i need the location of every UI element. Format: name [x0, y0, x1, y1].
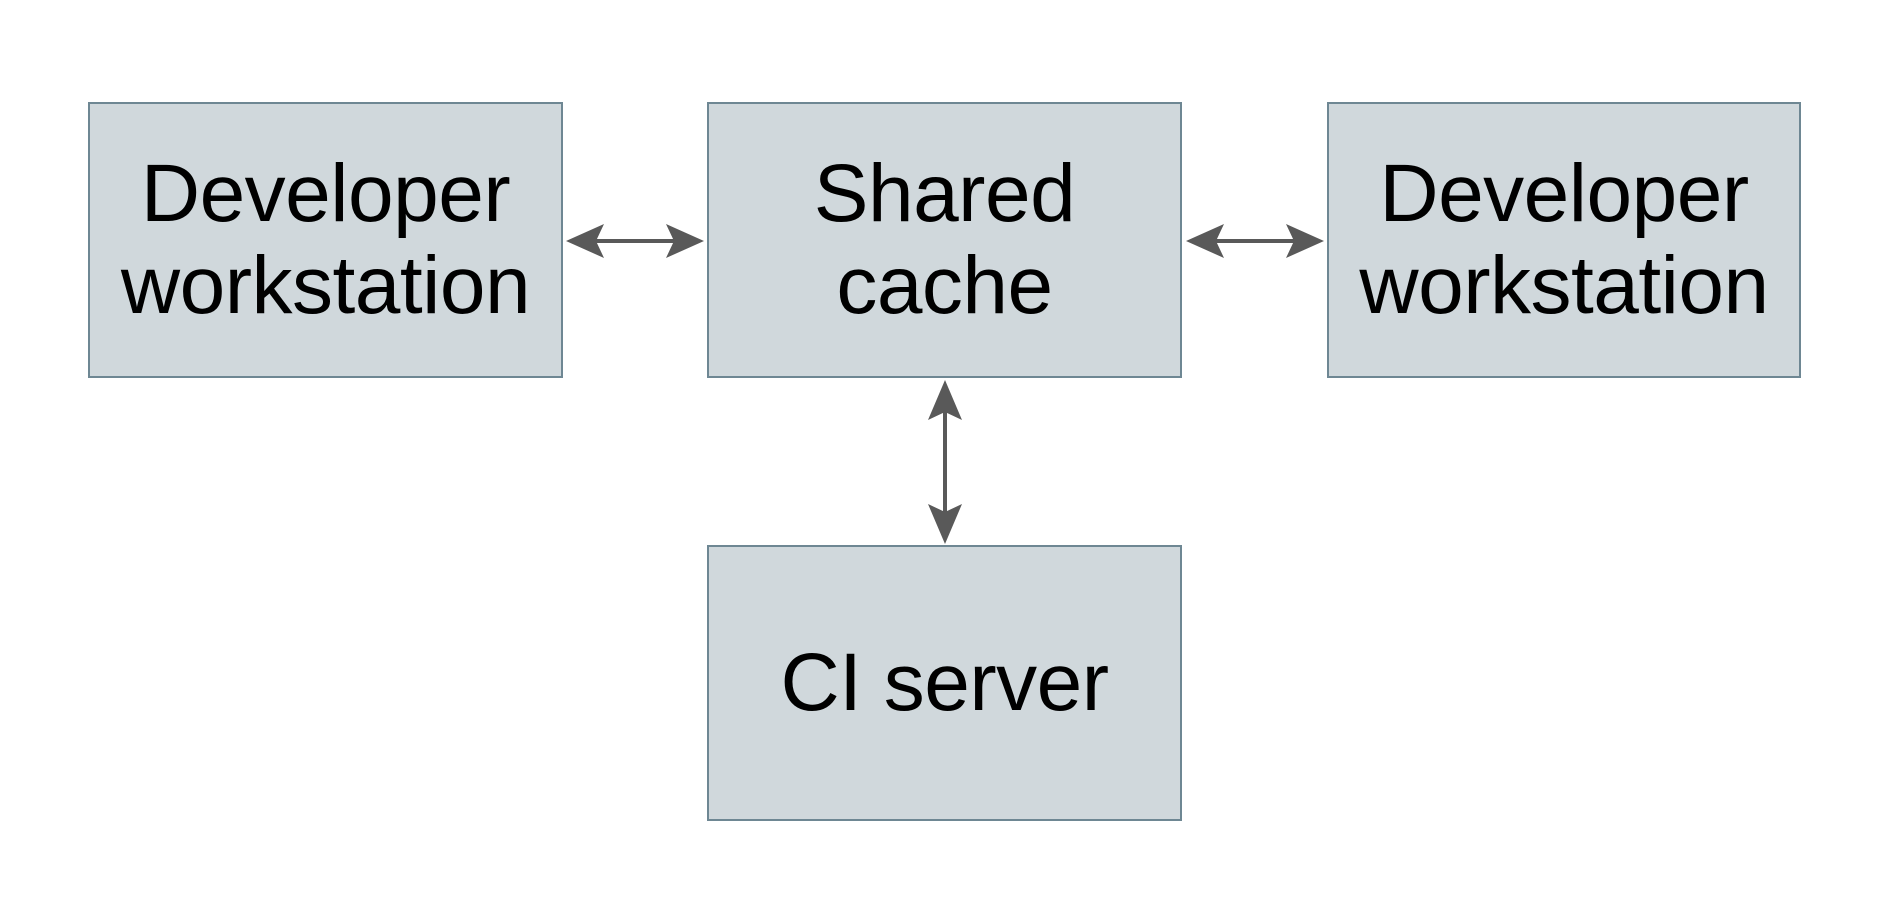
node-ci-server[interactable]: CI server: [707, 545, 1182, 821]
node-developer-workstation-right[interactable]: Developer workstation: [1327, 102, 1801, 378]
edge-shared-cache-to-developer-right-double-arrow-icon: [1186, 224, 1324, 258]
node-shared-cache[interactable]: Shared cache: [707, 102, 1182, 378]
node-developer-workstation-left[interactable]: Developer workstation: [88, 102, 563, 378]
node-label: Developer workstation: [120, 148, 531, 331]
node-label: CI server: [780, 637, 1109, 728]
edge-shared-cache-to-ci-server-double-arrow-icon: [928, 380, 962, 544]
edge-developer-left-to-shared-cache-double-arrow-icon: [566, 224, 704, 258]
node-label: Shared cache: [813, 148, 1076, 331]
node-label: Developer workstation: [1359, 148, 1769, 331]
